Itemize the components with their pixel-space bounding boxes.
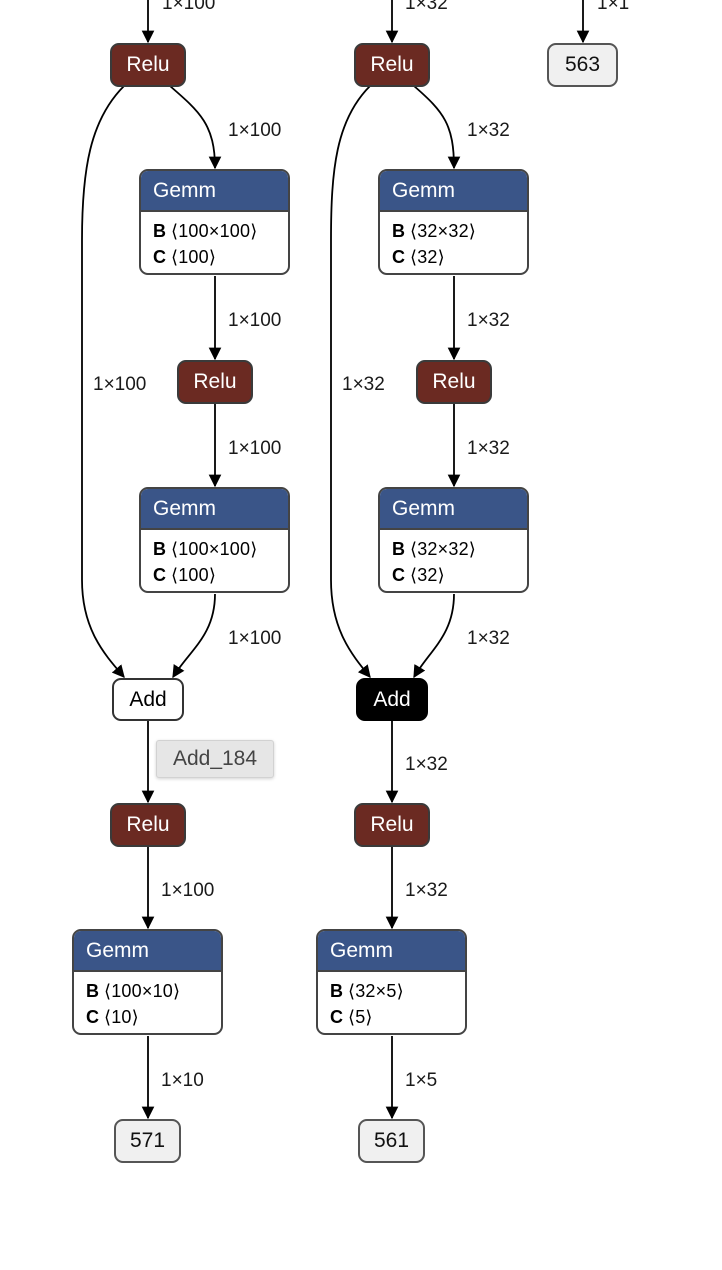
- edge-label: 1×32: [467, 120, 510, 141]
- attr-c-value: ⟨100⟩: [171, 247, 217, 267]
- edge-label: 1×100: [228, 628, 281, 649]
- edge-label: 1×32: [405, 754, 448, 775]
- edge: [169, 85, 222, 170]
- output-node[interactable]: 571: [114, 1119, 181, 1163]
- relu-node[interactable]: Relu: [110, 43, 186, 87]
- gemm-node[interactable]: Gemm B⟨32×32⟩ C⟨32⟩: [378, 487, 529, 593]
- edge-label: 1×5: [405, 1070, 437, 1091]
- attr-c-label: C: [153, 247, 166, 267]
- relu-node[interactable]: Relu: [110, 803, 186, 847]
- edge-label: 1×10: [161, 1070, 204, 1091]
- edge-label: 1×32: [342, 374, 385, 395]
- attr-b-value: ⟨32×32⟩: [410, 539, 476, 559]
- gemm-node[interactable]: Gemm B⟨100×100⟩ C⟨100⟩: [139, 487, 290, 593]
- add-node[interactable]: Add: [112, 678, 184, 721]
- edge-label: 1×100: [228, 310, 281, 331]
- relu-node[interactable]: Relu: [354, 43, 430, 87]
- edge: [330, 85, 371, 678]
- attr-c-label: C: [330, 1007, 343, 1027]
- attr-c-label: C: [86, 1007, 99, 1027]
- attr-c-value: ⟨100⟩: [171, 565, 217, 585]
- attr-c-value: ⟨32⟩: [410, 565, 445, 585]
- attr-b-label: B: [392, 221, 405, 241]
- attr-b-value: ⟨32×32⟩: [410, 221, 476, 241]
- gemm-node-title: Gemm: [380, 171, 527, 212]
- attr-b-value: ⟨32×5⟩: [348, 981, 404, 1001]
- edge-label: 1×32: [405, 880, 448, 901]
- gemm-node-title: Gemm: [318, 931, 465, 972]
- edge: [172, 593, 216, 679]
- edge-label: 1×32: [405, 0, 448, 14]
- attr-b-label: B: [392, 539, 405, 559]
- attr-b-label: B: [153, 539, 166, 559]
- attr-c-label: C: [153, 565, 166, 585]
- attr-c-label: C: [392, 565, 405, 585]
- gemm-node[interactable]: Gemm B⟨100×10⟩ C⟨10⟩: [72, 929, 223, 1035]
- edge-label: 1×32: [467, 438, 510, 459]
- edge-label: 1×100: [161, 880, 214, 901]
- attr-c-value: ⟨32⟩: [410, 247, 445, 267]
- relu-node[interactable]: Relu: [416, 360, 492, 404]
- edge-label: 1×1: [597, 0, 629, 14]
- gemm-node-title: Gemm: [74, 931, 221, 972]
- gemm-node-title: Gemm: [141, 489, 288, 530]
- gemm-node[interactable]: Gemm B⟨32×32⟩ C⟨32⟩: [378, 169, 529, 275]
- add-node-selected[interactable]: Add: [356, 678, 428, 721]
- gemm-node-title: Gemm: [141, 171, 288, 212]
- edge-label: 1×100: [93, 374, 146, 395]
- attr-c-value: ⟨5⟩: [348, 1007, 373, 1027]
- relu-node[interactable]: Relu: [354, 803, 430, 847]
- edge-label: 1×100: [228, 438, 281, 459]
- attr-b-value: ⟨100×100⟩: [171, 221, 258, 241]
- edge-label: 1×32: [467, 628, 510, 649]
- edge-label: 1×100: [228, 120, 281, 141]
- output-node[interactable]: 561: [358, 1119, 425, 1163]
- edge-label: 1×32: [467, 310, 510, 331]
- output-node[interactable]: 563: [547, 43, 618, 87]
- edge: [413, 593, 455, 679]
- node-tooltip: Add_184: [156, 740, 274, 778]
- attr-b-value: ⟨100×100⟩: [171, 539, 258, 559]
- relu-node[interactable]: Relu: [177, 360, 253, 404]
- gemm-node[interactable]: Gemm B⟨32×5⟩ C⟨5⟩: [316, 929, 467, 1035]
- gemm-node-title: Gemm: [380, 489, 527, 530]
- attr-b-label: B: [153, 221, 166, 241]
- gemm-node[interactable]: Gemm B⟨100×100⟩ C⟨100⟩: [139, 169, 290, 275]
- edge-label: 1×100: [162, 0, 215, 14]
- attr-c-label: C: [392, 247, 405, 267]
- edge: [81, 85, 125, 678]
- attr-c-value: ⟨10⟩: [104, 1007, 139, 1027]
- attr-b-label: B: [330, 981, 343, 1001]
- attr-b-label: B: [86, 981, 99, 1001]
- attr-b-value: ⟨100×10⟩: [104, 981, 181, 1001]
- edge: [413, 85, 461, 170]
